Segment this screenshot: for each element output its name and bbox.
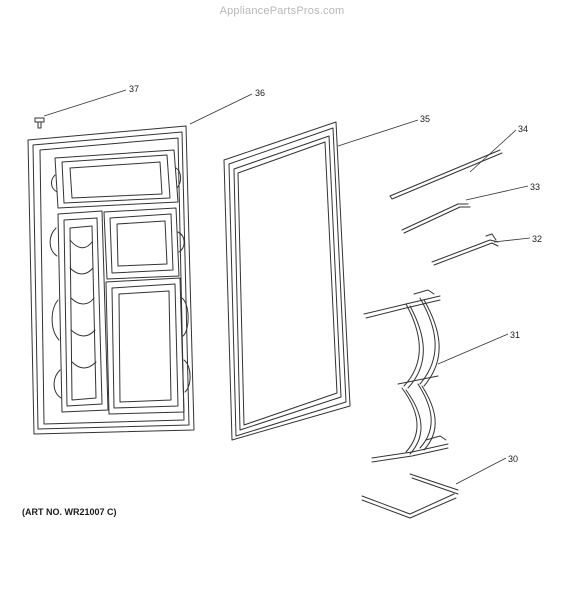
part-34-shelf-bar[interactable] (389, 149, 503, 200)
callout-33: 33 (530, 182, 540, 192)
callout-labels: 37 36 35 34 33 32 31 30 (129, 84, 542, 464)
callout-30: 30 (508, 454, 518, 464)
part-32-bracket[interactable] (431, 233, 499, 266)
art-number-label: (ART NO. WR21007 C) (22, 507, 117, 517)
leader-lines (43, 89, 531, 485)
part-37-screw[interactable] (34, 117, 45, 129)
callout-32: 32 (532, 234, 542, 244)
callout-36: 36 (255, 88, 265, 98)
part-35-door-gasket[interactable] (223, 121, 351, 441)
callout-35: 35 (420, 114, 430, 124)
callout-37: 37 (129, 84, 139, 94)
callout-31: 31 (510, 330, 520, 340)
part-30-bottom-bar[interactable] (361, 473, 459, 519)
part-33-shelf-bar[interactable] (401, 203, 471, 234)
callout-34: 34 (518, 124, 528, 134)
part-36-door-liner[interactable] (27, 125, 195, 435)
part-31-wire-rack[interactable] (363, 289, 449, 463)
watermark-text: AppliancePartsPros.com (219, 5, 345, 17)
